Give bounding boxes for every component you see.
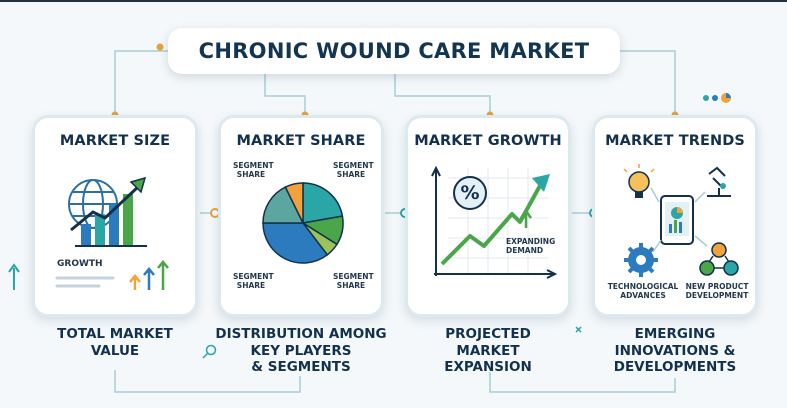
diagram-title: CHRONIC WOUND CARE MARKET [198,39,590,63]
magnifier-icon [202,344,217,359]
connector-node [156,43,164,51]
sparkle-icon [575,326,582,333]
growth-label: GROWTH [57,259,103,269]
innovation-tablet-icon [623,164,739,277]
growth-line-chart-icon [431,165,558,279]
card-title: MARKET GROWTH [414,133,562,149]
card-title: MARKET SHARE [236,133,366,149]
globe-growth-chart-icon [55,176,169,290]
market-size-card: MARKET SIZE GROWTH [32,115,198,317]
card-title: MARKET SIZE [59,133,171,149]
card-title: MARKET TRENDS [605,133,745,149]
up-arrow-icon [8,263,20,290]
title-box: CHRONIC WOUND CARE MARKET [168,28,620,74]
top-border-line [0,0,787,2]
dots-decoration-icon [703,93,731,103]
percent-symbol: % [460,182,480,204]
pie-chart-icon [262,182,344,264]
